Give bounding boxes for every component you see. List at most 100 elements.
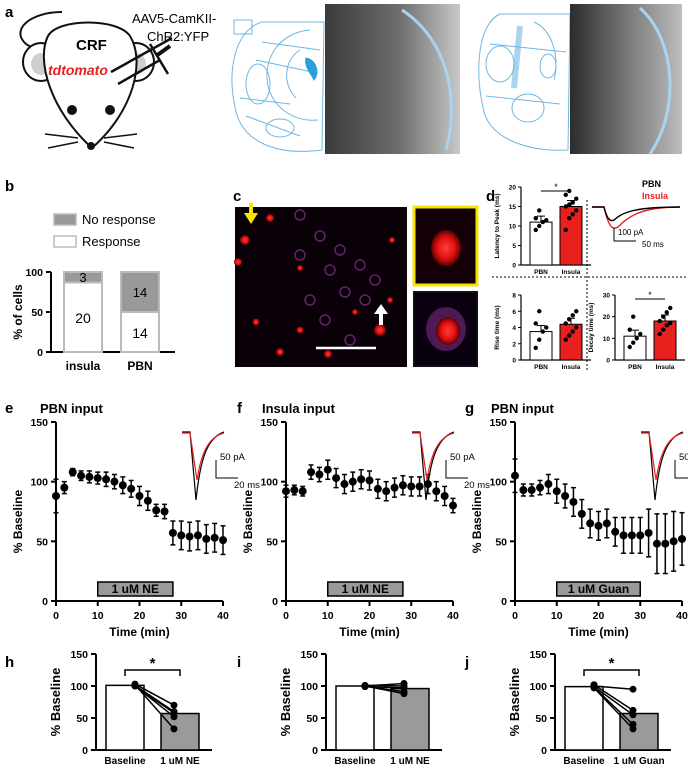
g-data-point [602,519,611,528]
b-y-tick-label: 100 [25,267,43,279]
d2-data-point [567,333,572,338]
f-data-point [298,487,307,496]
d2-data-point [544,325,549,330]
e-data-point [93,474,102,483]
i-pair-line [364,684,405,687]
h-bar [160,712,200,751]
d2-data-point [574,309,579,314]
mouse-illustration [19,11,173,150]
f-x-tick-label: 30 [405,610,417,622]
confocal-cell-tdtomato [324,350,332,358]
d1-y-tick-label: 10 [509,224,517,231]
h-y-tick-label: 0 [82,745,88,757]
h-pair-line [134,684,175,730]
d2-data-point [533,321,538,326]
d-trace-scale-bar [613,228,636,242]
confocal-cell-chr2 [294,249,306,261]
confocal-cell-tdtomato [387,297,393,303]
e-data-point [135,491,144,500]
g-data-point [536,483,545,492]
g-x-tick-label: 40 [676,610,688,622]
e-data-point [177,531,186,540]
d2-y-axis-label: Rise time (ms) [494,305,501,349]
j-y-axis-label: % Baseline [507,668,522,737]
f-data-point [282,487,290,496]
e-x-tick-label: 0 [53,610,59,622]
f-drug-bar [327,581,404,597]
panel-label-j: j [464,654,469,671]
e-y-tick-label: 150 [30,417,48,429]
d1-data-point [537,208,542,213]
f-scale-bar [445,460,468,479]
e-inset-trace-baseline [182,431,225,501]
d1-y-tick-label: 5 [512,243,516,250]
d1-data-point [574,208,579,213]
i-bar [390,687,430,751]
d2-category-label: Insula [562,364,581,371]
confocal-cell-chr2 [314,230,326,242]
d3-data-point [634,336,639,341]
f-data-point [332,474,341,483]
f-y-tick-label: 150 [260,417,278,429]
g-data-point [619,531,628,540]
f-data-point [290,486,299,495]
panel-label-d: d [486,188,495,205]
f-data-point [449,501,457,510]
g-scale-bar [674,460,688,479]
f-data-point [432,487,441,496]
d-trace-legend-pbn: PBN [642,179,661,189]
j-y-tick-label: 150 [529,649,547,661]
confocal-cells [234,203,466,358]
d3-data-point [627,327,632,332]
d2-data-point [533,345,538,351]
j-data-point [590,684,598,692]
h-y-tick-label: 50 [76,713,88,725]
d-trace-scale-time: 50 ms [642,240,664,249]
slice-outline-2 [639,6,672,155]
d1-data-point [537,223,542,229]
h-bar [105,684,145,751]
confocal-inset-cell-white [436,317,460,345]
d1-data-point [544,217,549,223]
confocal-cell-tdtomato [234,258,242,266]
d3-data-point [668,305,673,311]
panel-label-g: g [465,400,474,417]
panel-label-h: h [5,654,14,671]
b-legend-swatch-no-response [53,213,77,226]
d3-category-label: Insula [656,364,675,371]
d1-y-axis-label: Latency to Peak (ms) [494,193,501,258]
f-data-point [415,482,424,491]
mouse-label-crf: CRF [76,37,107,54]
d3-y-tick-label: 20 [603,314,611,321]
f-data-point [390,483,399,492]
i-y-tick-label: 100 [300,681,318,693]
g-data-point [661,539,670,548]
g-data-point [636,531,645,540]
i-data-point [361,682,369,690]
b-y-axis-label: % of cells [11,284,25,340]
g-x-tick-label: 20 [593,610,605,622]
e-scale-time: 20 ms [234,480,260,491]
j-category-label: Baseline [563,756,605,767]
d3-data-point [661,327,666,332]
g-data-point [678,534,686,543]
f-data-point [373,484,382,493]
d3-data-point [627,344,632,350]
confocal-arrow-white-head [374,304,388,314]
d-trace-pbn [592,206,681,222]
g-drug-bar [556,581,641,597]
e-y-tick-label: 0 [42,596,48,608]
confocal-cell-chr2 [344,334,356,346]
confocal-cell-chr2 [369,274,381,286]
g-title: PBN input [491,401,554,416]
f-data-point [357,475,366,484]
d1-data-point [570,200,575,205]
d2-data-point [537,309,542,314]
g-y-tick-label: 0 [501,596,507,608]
